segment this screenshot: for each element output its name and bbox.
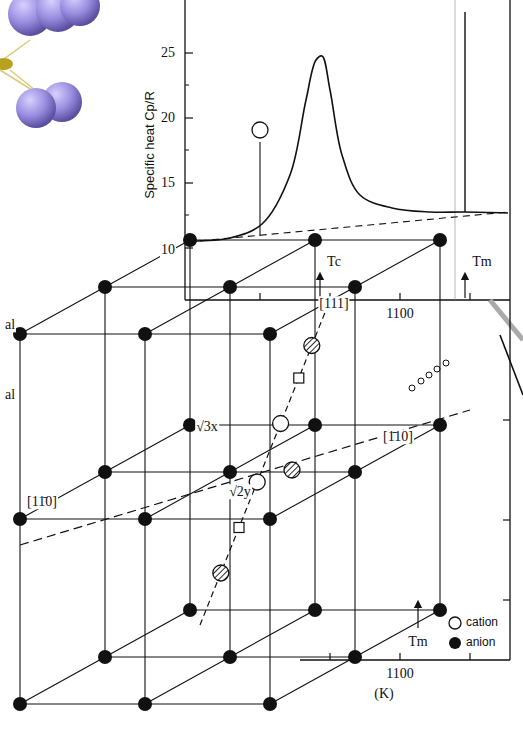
tick-label: 1100: [385, 666, 414, 681]
x-axis: [300, 659, 510, 660]
anion-dot: [223, 280, 237, 294]
marker-label: Tc: [326, 254, 342, 269]
data-point: [409, 385, 415, 391]
anion-dot: [308, 233, 322, 247]
direction-111: [200, 300, 330, 625]
axis-title: Specific heat Cp/R: [143, 90, 157, 200]
vacancy-site: [294, 373, 304, 383]
panel-connector: [490, 300, 523, 340]
chart-frame: [455, 0, 456, 300]
anion-dot: [223, 650, 237, 664]
axis-tick: [185, 52, 193, 53]
axis-tick: [469, 653, 470, 660]
axis-tick: [259, 293, 260, 300]
anion-dot: [223, 465, 237, 479]
vacancy-site: [234, 523, 244, 533]
direction-label: [1̄10]: [382, 429, 414, 444]
direction-label: [111]: [318, 296, 349, 311]
anion-dot: [433, 418, 447, 432]
tick-label: 10: [160, 242, 176, 257]
distance-label: √3x: [195, 419, 219, 434]
anion-dot: [183, 603, 197, 617]
molecule-fragment: [0, 0, 100, 128]
axis-tick: [469, 293, 470, 300]
anion-dot: [183, 233, 197, 247]
specific-heat-chart: [185, 0, 523, 660]
axis-tick: [399, 653, 400, 660]
legend-text: cation: [465, 616, 499, 629]
anion-dot: [308, 418, 322, 432]
anion-dot: [138, 327, 152, 341]
lattice-drawing: [13, 122, 470, 711]
direction-110: [20, 410, 470, 545]
cation-circle: [273, 416, 289, 432]
anion-dot: [98, 650, 112, 664]
baseline-dashed: [188, 212, 508, 242]
axis-tick: [503, 519, 510, 520]
tm-arrow: [464, 276, 465, 298]
axis-tick: [185, 215, 189, 216]
chart-frame: [509, 300, 510, 660]
axis-tick: [185, 150, 189, 151]
legend-symbol: [449, 617, 461, 629]
axis-tick: [503, 599, 510, 600]
distance-label: √2y: [228, 484, 252, 499]
tick-label: 15: [160, 175, 176, 190]
marker-label: Tm: [407, 634, 428, 649]
anion-dot: [263, 697, 277, 711]
anion-dot: [308, 603, 322, 617]
panel-connector: [500, 335, 523, 395]
data-point: [443, 360, 449, 366]
anion-dot: [138, 697, 152, 711]
cation-circle: [252, 122, 268, 138]
anion-dot: [98, 280, 112, 294]
legend-symbol: [449, 637, 461, 649]
marker-label: Tm: [471, 254, 492, 269]
anion-dot: [263, 512, 277, 526]
sulfur-atom: [0, 58, 13, 70]
axis-tick: [185, 117, 193, 118]
specific-heat-curve: [190, 56, 508, 241]
axis-tick: [185, 182, 193, 183]
displaced-cation: [284, 462, 300, 478]
direction-label: [11̄0]: [26, 494, 58, 509]
cation-stem: [259, 142, 260, 236]
data-point: [434, 366, 440, 372]
anion-dot: [98, 465, 112, 479]
tick-label: 1100: [385, 306, 414, 321]
atom-sphere: [60, 0, 100, 26]
displaced-cation: [304, 338, 320, 354]
axis-tick: [185, 247, 193, 248]
tick-label: 20: [160, 110, 176, 125]
anion-dot: [13, 697, 27, 711]
axis-tick: [185, 85, 189, 86]
anion-dot: [13, 512, 27, 526]
anion-dot: [433, 233, 447, 247]
anion-dot: [433, 603, 447, 617]
anion-dot: [138, 512, 152, 526]
anion-dot: [348, 280, 362, 294]
unit-label: (K): [373, 686, 394, 701]
text-fragment: al: [4, 317, 16, 332]
data-point: [426, 372, 432, 378]
displaced-cation: [213, 565, 229, 581]
axis-tick: [503, 419, 510, 420]
data-point: [418, 378, 424, 384]
tick-label: 25: [160, 45, 176, 60]
atom-sphere: [16, 88, 56, 128]
anion-dot: [348, 465, 362, 479]
tm-arrow: [417, 604, 418, 628]
melting-spike: [464, 12, 465, 212]
anion-dot: [263, 327, 277, 341]
chart-frame: [509, 0, 510, 300]
axis-tick: [399, 293, 400, 300]
legend-text: anion: [465, 636, 496, 649]
text-fragment: al: [4, 387, 16, 402]
anion-dot: [348, 650, 362, 664]
